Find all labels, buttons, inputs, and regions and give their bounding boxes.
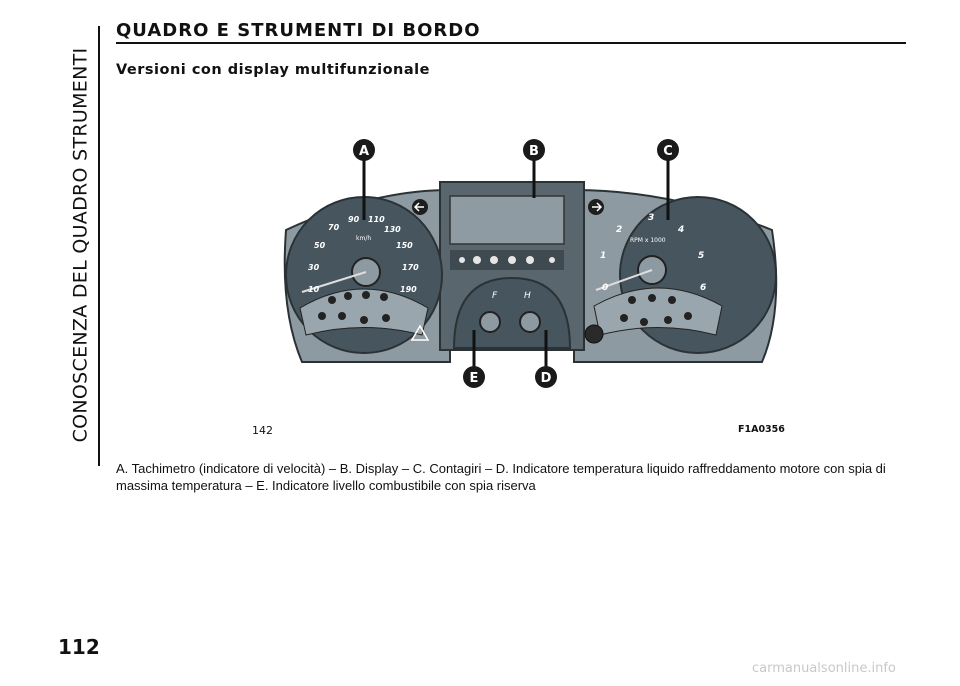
warning-light-strip <box>450 250 564 270</box>
hazard-warning-icon <box>410 324 430 341</box>
fuel-full-label: F <box>492 291 498 301</box>
callout-c <box>657 139 679 161</box>
callout-c-label: C <box>663 144 673 159</box>
figure-caption: A. Tachimetro (indicatore di velocità) –… <box>116 461 886 493</box>
page-subheading: Versioni con display multifunzionale <box>116 62 430 78</box>
speedometer-tick-170: 170 <box>402 263 419 272</box>
figure-number: 142 <box>252 424 273 437</box>
tachometer-tick-3: 3 <box>648 213 654 223</box>
small-gauges-cluster <box>452 276 572 349</box>
tachometer-unit: RPM x 1000 <box>630 237 666 244</box>
speedometer-warning-icons <box>318 291 390 324</box>
instrument-panel-illustration: F H 10 30 50 70 90 110 130 150 170 190 k… <box>283 139 778 388</box>
callout-a-label: A <box>359 144 369 159</box>
temp-hot-label: H <box>524 291 531 301</box>
speedometer-tick-90: 90 <box>348 215 360 224</box>
tachometer-tick-2: 2 <box>616 225 622 235</box>
tachometer-tick-6: 6 <box>700 283 706 293</box>
tachometer-warning-icons <box>620 294 692 326</box>
speedometer-tick-10: 10 <box>308 285 320 294</box>
speedometer-tick-30: 30 <box>308 263 320 272</box>
section-title-text: CONOSCENZA DEL QUADRO STRUMENTI <box>69 47 91 443</box>
tachometer-tick-0: 0 <box>602 283 608 293</box>
page-heading: QUADRO E STRUMENTI DI BORDO <box>116 20 481 41</box>
speedometer-tick-50: 50 <box>314 241 326 250</box>
section-divider <box>98 26 100 466</box>
tachometer-warning-arc <box>593 287 723 336</box>
watermark-text: carmanualsonline.info <box>752 661 896 676</box>
callout-e <box>463 366 485 388</box>
tachometer-tick-1: 1 <box>600 251 606 261</box>
speedometer-unit: km/h <box>356 235 371 242</box>
section-title-vertical: CONOSCENZA DEL QUADRO STRUMENTI <box>64 30 96 460</box>
display-warning-icons <box>459 256 555 264</box>
fuel-gauge-knob <box>479 311 501 333</box>
speedometer-tick-110: 110 <box>368 215 385 224</box>
tachometer-tick-5: 5 <box>698 251 704 261</box>
tachometer-needle <box>595 269 653 291</box>
trip-reset-button <box>584 324 604 344</box>
instrument-panel-figure: F H 10 30 50 70 90 110 130 150 170 190 k… <box>272 130 792 440</box>
tachometer-tick-4: 4 <box>677 225 684 235</box>
callout-e-label: E <box>470 371 479 386</box>
speedometer-tick-190: 190 <box>400 285 417 294</box>
multifunction-display <box>449 195 565 245</box>
speedometer-tick-130: 130 <box>384 225 401 234</box>
figure-code: F1A0356 <box>738 424 785 435</box>
callout-a <box>353 139 375 161</box>
speedometer-tick-150: 150 <box>396 241 413 250</box>
callout-b <box>523 139 545 161</box>
page-number: 112 <box>58 635 100 659</box>
speedometer-tick-70: 70 <box>328 223 340 232</box>
temperature-gauge-knob <box>519 311 541 333</box>
speedometer-needle <box>301 271 367 293</box>
callout-d-label: D <box>541 371 552 386</box>
callout-b-label: B <box>529 144 539 159</box>
heading-underline <box>116 42 906 44</box>
callout-d <box>535 366 557 388</box>
